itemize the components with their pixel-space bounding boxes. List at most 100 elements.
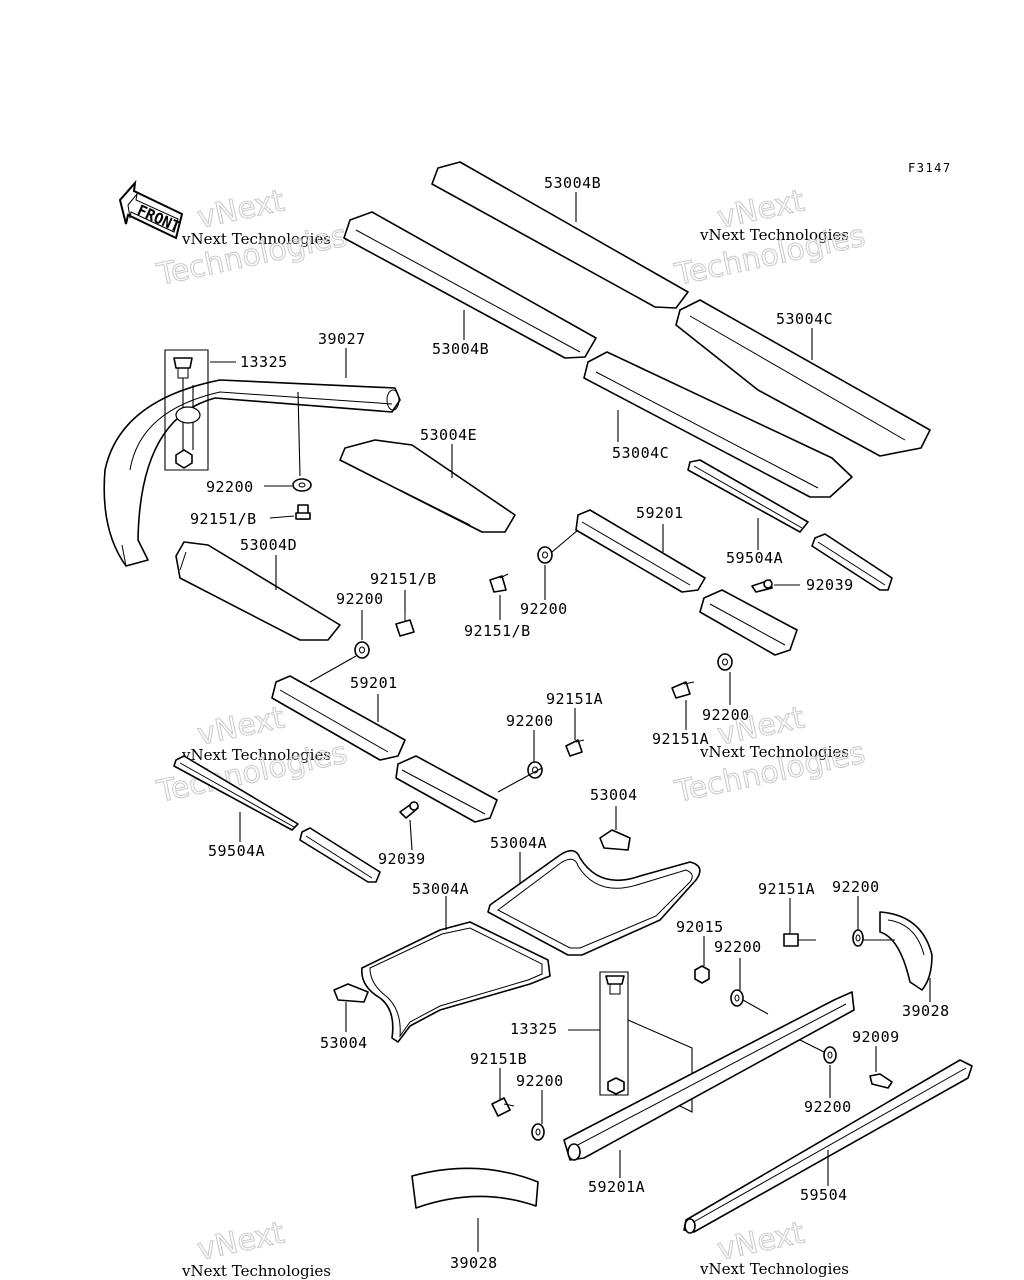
svg-text:vNext Technologies: vNext Technologies [699,743,849,761]
svg-text:vNext Technologies: vNext Technologies [699,226,849,244]
nut-92015 [694,965,710,984]
label-13325-bottom: 13325 [510,1020,558,1038]
label-92039-right: 92039 [806,576,854,594]
rail-59201-lower [271,675,406,761]
screw-92009 [869,1073,893,1089]
label-92200-e: 92200 [506,712,554,730]
label-92151A-c: 92151A [758,880,815,898]
rail-59504A-lower [173,755,299,831]
label-53004D: 53004D [240,536,297,554]
svg-text:vNext Technologies: vNext Technologies [181,1262,331,1280]
rail-59504A-lower-rear [299,827,381,883]
bolt-92151B-c [489,573,509,593]
rail-59201-lower-rear [395,755,498,823]
bumper-39028-bottom [411,1167,539,1209]
label-92200-b: 92200 [336,590,384,608]
rail-59504A-upper-rear [811,533,893,591]
pad-53004-lower [333,983,369,1003]
pad-53004-upper [599,829,631,851]
pin-92039-upper [751,579,773,593]
label-59504: 59504 [800,1186,848,1204]
washer-92200-f [852,929,864,947]
label-92200-h: 92200 [516,1072,564,1090]
washer-92200-i [531,1123,545,1141]
label-39027: 39027 [318,330,366,348]
label-92009: 92009 [852,1028,900,1046]
mat-53004E [339,439,516,533]
bumper-39027 [103,379,401,567]
label-39028-bottom: 39028 [450,1254,498,1272]
fastener-box-13325-bottom [599,971,693,1113]
watermark-bottom-right: vNext vNext Technologies [699,1215,849,1278]
label-53004C-mid: 53004C [612,444,669,462]
washer-92200-h [823,1046,837,1064]
label-53004A-b: 53004A [412,880,469,898]
leader-lines [210,192,931,1252]
label-59504A-right: 59504A [726,549,783,567]
washer-92200-c [537,546,553,564]
washer-92200-a [292,478,312,492]
label-53004-b: 53004 [320,1034,368,1052]
bolt-92151A-c [783,933,816,947]
watermark-top-right: vNext vNext Technologies Technologies [671,183,869,294]
mat-53004A-upper [487,849,701,956]
svg-text:vNext Technologies: vNext Technologies [699,1260,849,1278]
label-53004A-a: 53004A [490,834,547,852]
washer-92200-e [527,761,543,779]
label-59201A: 59201A [588,1178,645,1196]
label-92200-c: 92200 [520,600,568,618]
mat-53004D [175,541,341,641]
mat-53004A-lower [361,921,551,1043]
washer-92200-b [354,641,370,659]
label-92039-left: 92039 [378,850,426,868]
label-92015: 92015 [676,918,724,936]
label-92151B-b: 92151/B [370,570,437,588]
label-92200-a: 92200 [206,478,254,496]
watermark-bottom-left: vNext vNext Technologies [181,1215,331,1280]
watermark-top-left: vNext vNext Technologies Technologies [153,183,351,294]
bolt-92151A-a [671,681,695,699]
rail-59504A-upper [687,459,809,533]
label-92200-f: 92200 [832,878,880,896]
mat-53004B-lower [343,211,597,359]
label-92200-g: 92200 [714,938,762,956]
svg-text:vNext Technologies: vNext Technologies [181,230,331,248]
washer-92200-d [717,653,733,671]
label-92151B-a: 92151/B [190,510,257,528]
label-53004-a: 53004 [590,786,638,804]
rail-59201-upper-rear [699,589,798,656]
label-92151B-c: 92151/B [464,622,531,640]
mat-53004B-upper [431,161,689,309]
label-53004B-bottom: 53004B [432,340,489,358]
figure-code: F3147 [908,161,952,175]
label-59201-a: 59201 [636,504,684,522]
label-92200-d: 92200 [702,706,750,724]
svg-text:vNext: vNext [194,700,287,753]
bumper-39028-right [879,911,933,991]
washer-92200-g [730,989,744,1007]
svg-text:vNext: vNext [194,1215,287,1268]
pin-92039-lower [399,801,419,819]
label-53004B-top: 53004B [544,174,601,192]
label-59201-b: 59201 [350,674,398,692]
mat-53004C-right [675,299,931,457]
label-92200-i: 92200 [804,1098,852,1116]
label-13325-top: 13325 [240,353,288,371]
bolt-92151A-b [565,739,585,757]
fastener-box-13325-top [164,349,209,471]
rail-59201A [563,991,855,1161]
rail-59504 [683,1059,973,1234]
bolt-92151B-a [295,504,311,520]
label-92151B-d: 92151B [470,1050,527,1068]
label-92151A-b: 92151A [546,690,603,708]
front-arrow-icon: FRONT [118,179,184,240]
label-92151A-a: 92151A [652,730,709,748]
bolt-92151B-b [395,612,415,637]
label-53004E: 53004E [420,426,477,444]
label-39028-right: 39028 [902,1002,950,1020]
label-53004C-right: 53004C [776,310,833,328]
mat-53004C-mid [583,351,853,498]
svg-text:vNext: vNext [194,183,287,236]
bolt-92151B-d [491,1097,515,1117]
